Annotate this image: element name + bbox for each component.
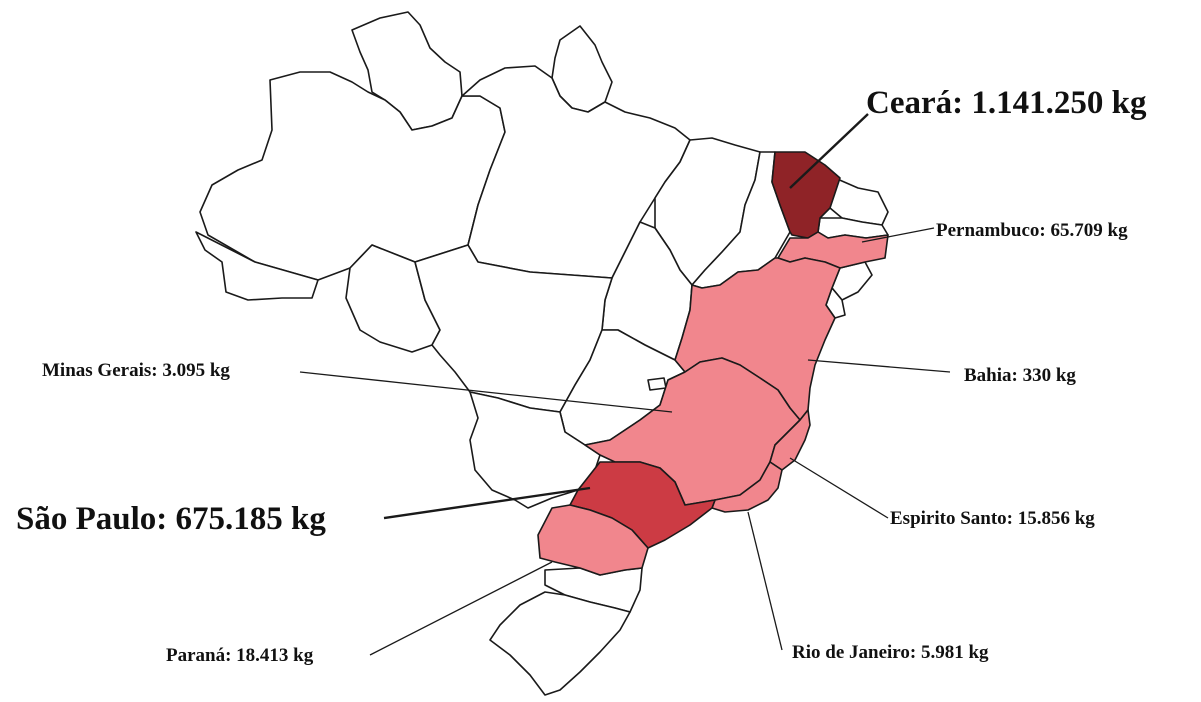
label-sao-paulo: São Paulo: 675.185 kg — [16, 501, 326, 537]
states-with-data — [537, 151, 889, 576]
state-labels: Ceará: 1.141.250 kg Pernambuco: 65.709 k… — [16, 85, 1147, 666]
label-pernambuco: Pernambuco: 65.709 kg — [936, 220, 1128, 241]
leader-pernambuco — [861, 227, 935, 243]
label-espirito-santo: Espirito Santo: 15.856 kg — [890, 508, 1095, 529]
label-rio-de-janeiro: Rio de Janeiro: 5.981 kg — [792, 642, 989, 663]
leader-rio-de-janeiro — [747, 511, 783, 651]
state-distrito-federal — [647, 377, 667, 391]
leader-bahia — [807, 359, 951, 373]
state-acre — [195, 231, 319, 301]
state-espirito-santo[interactable] — [769, 409, 811, 471]
state-rio-de-janeiro[interactable] — [711, 461, 783, 513]
states-no-data — [195, 11, 889, 696]
leader-sao-paulo — [383, 486, 591, 520]
label-ceara: Ceará: 1.141.250 kg — [866, 85, 1147, 121]
label-bahia: Bahia: 330 kg — [964, 365, 1076, 386]
leader-lines — [299, 113, 951, 656]
state-parana[interactable] — [537, 504, 649, 576]
label-minas-gerais: Minas Gerais: 3.095 kg — [42, 360, 230, 381]
leader-ceara — [789, 113, 869, 189]
leader-minas-gerais — [299, 371, 673, 413]
leader-espirito-santo — [789, 457, 889, 519]
state-rio-grande-do-sul — [489, 591, 631, 696]
label-parana: Paraná: 18.413 kg — [166, 645, 314, 666]
leader-parana — [369, 561, 553, 656]
